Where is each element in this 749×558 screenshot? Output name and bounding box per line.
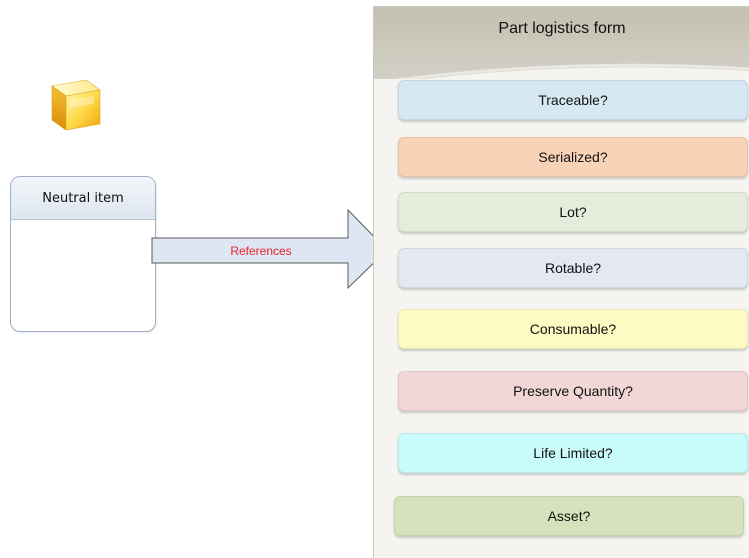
- neutral-item-card: Neutral item: [10, 176, 156, 332]
- rotable-field[interactable]: Rotable?: [398, 248, 748, 288]
- consumable-field[interactable]: Consumable?: [398, 309, 748, 349]
- neutral-item-title: Neutral item: [11, 177, 155, 220]
- part-logistics-form: Part logistics form Traceable? Serialize…: [373, 6, 749, 558]
- lot-field[interactable]: Lot?: [398, 192, 748, 232]
- form-title: Part logistics form: [498, 20, 626, 37]
- asset-field[interactable]: Asset?: [394, 496, 744, 536]
- cube-icon: [51, 79, 101, 131]
- references-arrow: [151, 208, 388, 290]
- form-header: [374, 7, 749, 79]
- serialized-field[interactable]: Serialized?: [398, 137, 748, 177]
- life-limited-field[interactable]: Life Limited?: [398, 433, 748, 473]
- preserve-quantity-field[interactable]: Preserve Quantity?: [398, 371, 748, 411]
- traceable-field[interactable]: Traceable?: [398, 80, 748, 120]
- references-label: References: [230, 244, 292, 258]
